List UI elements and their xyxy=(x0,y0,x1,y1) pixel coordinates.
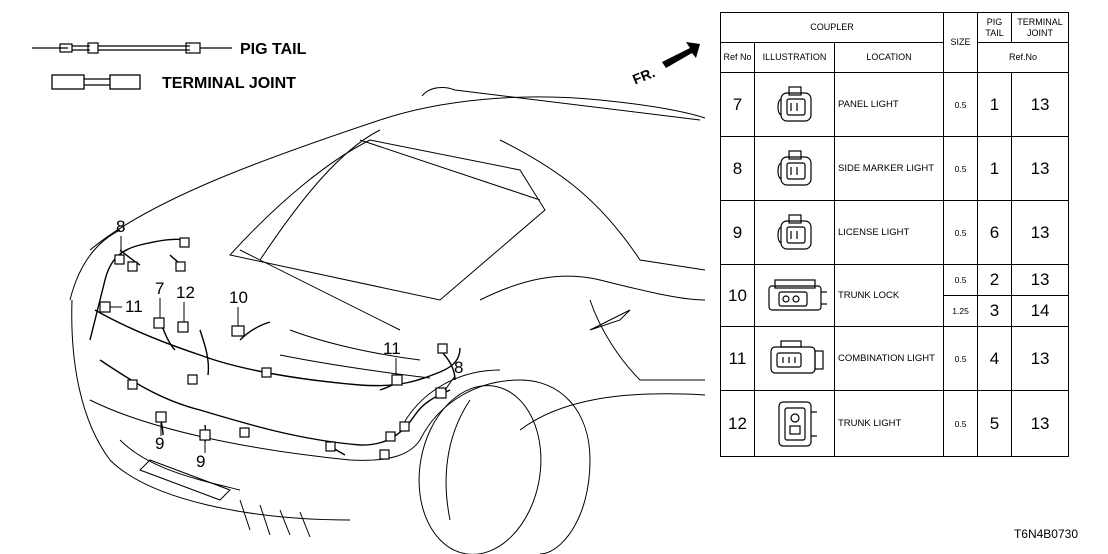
row-terminal-joint: 13 xyxy=(1011,200,1070,265)
callout-8-right: 8 xyxy=(454,358,463,377)
row-size-2: 1.25 xyxy=(943,295,979,327)
coupler-table: COUPLER SIZE PIG TAIL TERMINAL JOINT Ref… xyxy=(719,12,1070,457)
table-row: 10 TRUNK LOCK 0.5 2 13 xyxy=(720,264,1070,327)
row-ref: 12 xyxy=(720,390,755,457)
callout-11-right: 11 xyxy=(383,339,401,358)
pig-tail-header: PIG TAIL xyxy=(977,12,1013,43)
row-ref: 11 xyxy=(720,326,755,391)
table-row: 7 PANEL LIGHT 0.5 1 13 xyxy=(720,72,1070,137)
location-header: LOCATION xyxy=(833,42,945,73)
row-pig-tail: 1 xyxy=(977,72,1013,137)
callout-8: 8 xyxy=(116,217,125,236)
row-ref: 8 xyxy=(720,136,755,201)
row-illustration xyxy=(754,264,835,327)
table-row: 9 LICENSE LIGHT 0.5 6 13 xyxy=(720,200,1070,265)
callout-7: 7 xyxy=(155,279,164,298)
row-location: TRUNK LOCK xyxy=(833,264,945,327)
row-location: TRUNK LIGHT xyxy=(833,390,945,457)
row-pig-tail: 1 xyxy=(977,136,1013,201)
callout-labels: 8 7 12 10 11 11 8 9 9 xyxy=(110,217,463,471)
row-location: PANEL LIGHT xyxy=(833,72,945,137)
front-direction-arrow xyxy=(662,42,700,68)
table-row: 1.25 3 14 xyxy=(721,295,1070,327)
pig-tail-symbol xyxy=(32,42,232,54)
row-ref: 9 xyxy=(720,200,755,265)
row-ref: 10 xyxy=(720,264,755,327)
front-direction-label: FR. xyxy=(630,64,657,87)
row-size: 0.5 xyxy=(943,264,979,296)
table-row: 11 COMBINATION LIGHT 0.5 4 13 xyxy=(720,326,1070,391)
terminal-joint-symbol xyxy=(51,74,141,90)
combination-light-connector-icon xyxy=(769,339,824,374)
row-location: COMBINATION LIGHT xyxy=(833,326,945,391)
coupler-header: COUPLER xyxy=(719,12,945,43)
row-illustration xyxy=(754,390,835,457)
row-illustration xyxy=(754,200,835,265)
part-code: T6N4B0730 xyxy=(1013,527,1078,541)
row-size: 0.5 xyxy=(943,200,979,265)
row-size: 0.5 xyxy=(943,136,979,201)
row-terminal-joint: 13 xyxy=(1011,326,1070,391)
row-size: 0.5 xyxy=(943,72,979,137)
row-terminal-joint-2: 14 xyxy=(1011,295,1070,327)
row-illustration xyxy=(754,136,835,201)
table-row: 8 SIDE MARKER LIGHT 0.5 1 13 xyxy=(720,136,1070,201)
row-size: 0.5 xyxy=(943,390,979,457)
ref-no-sub-header: Ref.No xyxy=(977,42,1070,73)
ref-no-header: Ref No xyxy=(720,42,755,73)
connector-blocks xyxy=(99,237,448,460)
callout-9-right: 9 xyxy=(196,452,205,471)
trunk-lock-connector-icon xyxy=(767,278,827,311)
row-pig-tail: 5 xyxy=(977,390,1013,457)
row-location: LICENSE LIGHT xyxy=(833,200,945,265)
pig-tail-label: PIG TAIL xyxy=(240,41,307,58)
callout-10: 10 xyxy=(229,288,248,307)
trunk-light-connector-icon xyxy=(777,400,817,447)
callout-11-left: 11 xyxy=(125,297,143,316)
row-location: SIDE MARKER LIGHT xyxy=(833,136,945,201)
row-pig-tail: 6 xyxy=(977,200,1013,265)
row-pig-tail-2: 3 xyxy=(977,295,1013,327)
callout-9-left: 9 xyxy=(155,434,164,453)
row-ref: 7 xyxy=(720,72,755,137)
car-body-outline xyxy=(69,87,706,554)
terminal-joint-header: TERMINAL JOINT xyxy=(1011,12,1070,43)
row-pig-tail: 2 xyxy=(977,264,1013,296)
row-illustration xyxy=(754,326,835,391)
panel-light-connector-icon xyxy=(776,85,812,122)
illustration-header: ILLUSTRATION xyxy=(754,42,835,73)
side-marker-connector-icon xyxy=(776,149,812,186)
table-row: 12 TRUNK LIGHT 0.5 5 13 xyxy=(720,390,1070,457)
row-terminal-joint: 13 xyxy=(1011,136,1070,201)
callout-12: 12 xyxy=(176,283,195,302)
size-header: SIZE xyxy=(943,12,979,73)
row-terminal-joint: 13 xyxy=(1011,264,1070,296)
row-terminal-joint: 13 xyxy=(1011,72,1070,137)
row-pig-tail: 4 xyxy=(977,326,1013,391)
terminal-joint-label: TERMINAL JOINT xyxy=(162,75,296,92)
license-light-connector-icon xyxy=(776,213,812,250)
row-illustration xyxy=(754,72,835,137)
row-terminal-joint: 13 xyxy=(1011,390,1070,457)
row-size: 0.5 xyxy=(943,326,979,391)
